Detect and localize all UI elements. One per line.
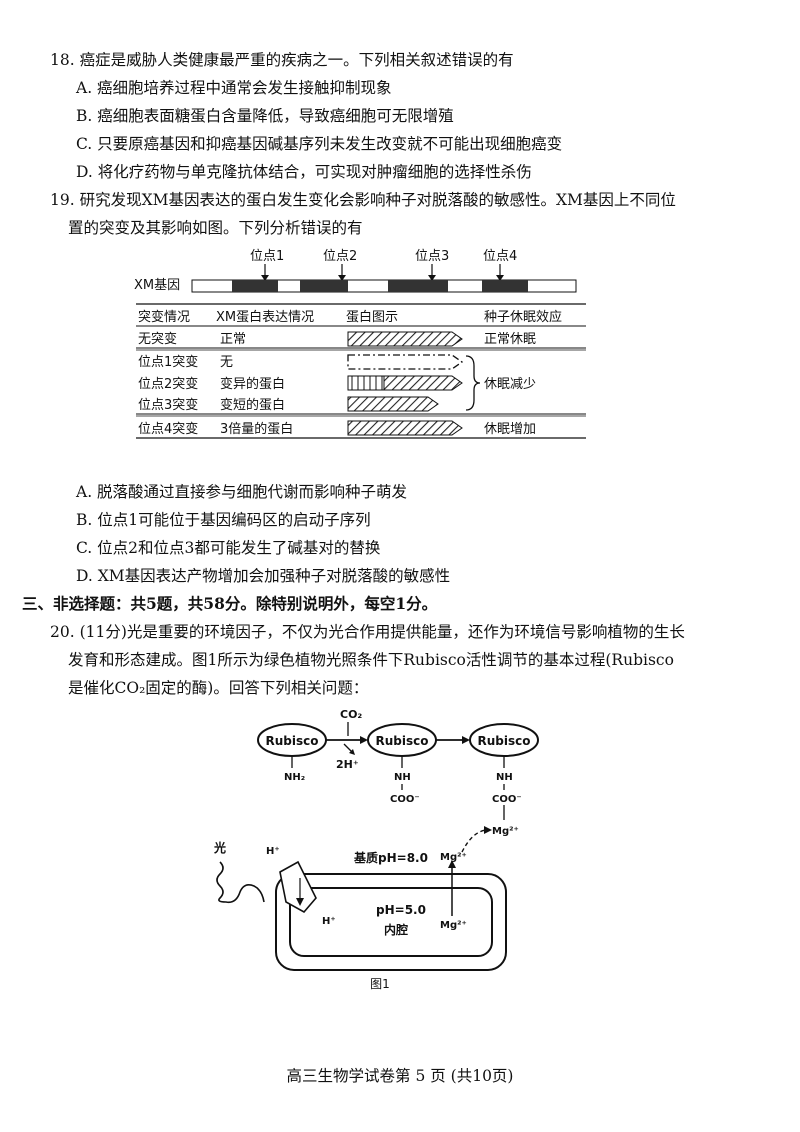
q18-option-c: C. 只要原癌基因和抑癌基因碱基序列未发生改变就不可能出现细胞癌变 xyxy=(76,135,563,153)
thylakoid-outer xyxy=(275,873,507,971)
q19-option-b: B. 位点1可能位于基因编码区的启动子序列 xyxy=(76,511,371,529)
h-plus-released: 2H⁺ xyxy=(336,758,359,771)
row-site4-expression: 3倍量的蛋白 xyxy=(220,421,293,437)
lumen-ph-label: pH=5.0 xyxy=(376,903,426,917)
header-dormancy-effect: 种子休眠效应 xyxy=(484,309,562,325)
rubisco-2-label: Rubisco xyxy=(376,734,429,748)
q18-option-a: A. 癌细胞培养过程中通常会发生接触抑制现象 xyxy=(76,79,392,97)
row-site2-mutation: 位点2突变 xyxy=(138,376,198,392)
q20-line1: 20. (11分)光是重要的环境因子，不仅为光合作用提供能量，还作为环境信号影响… xyxy=(50,623,685,641)
section-3-heading: 三、非选择题：共5题，共58分。除特别说明外，每空1分。 xyxy=(22,594,438,613)
proton-pump xyxy=(279,860,317,914)
q19-option-d: D. XM基因表达产物增加会加强种子对脱落酸的敏感性 xyxy=(76,567,451,585)
protein-triple xyxy=(347,420,463,436)
q19-stem-line1: 19. 研究发现XM基因表达的蛋白发生变化会影响种子对脱落酸的敏感性。XM基因上… xyxy=(50,191,676,209)
site-3-label: 位点3 xyxy=(415,249,449,264)
nh-label-1: NH xyxy=(394,772,411,783)
protein-absent xyxy=(347,354,464,370)
protein-normal xyxy=(347,331,463,347)
rubisco-figure: Rubisco Rubisco Rubisco CO₂ 2H⁺ NH₂ NH C… xyxy=(213,708,539,991)
row-site4-effect: 休眠增加 xyxy=(484,422,536,437)
site-2-label: 位点2 xyxy=(323,249,357,264)
figure-1-caption: 图1 xyxy=(370,977,390,991)
header-mutation: 突变情况 xyxy=(138,309,190,325)
mg-stroma-label: Mg²⁺ xyxy=(440,852,467,863)
mg-bound-label: Mg²⁺ xyxy=(492,826,519,837)
q19-option-c: C. 位点2和位点3都可能发生了碱基对的替换 xyxy=(76,539,381,557)
row-none-mutation: 无突变 xyxy=(138,331,177,347)
site-4-label: 位点4 xyxy=(483,249,517,264)
light-label: 光 xyxy=(213,840,226,855)
xm-gene-figure: 位点1 位点2 位点3 位点4 XM基因 突变情况 XM蛋白表达情况 蛋白图示 … xyxy=(134,249,586,439)
q20-line3: 是催化CO₂固定的酶)。回答下列相关问题： xyxy=(68,679,369,697)
co2-label: CO₂ xyxy=(340,708,362,721)
h-plus-lumen: H⁺ xyxy=(322,916,336,927)
protein-short xyxy=(347,396,439,412)
brace xyxy=(465,355,481,411)
coo-label-2: COO⁻ xyxy=(492,794,522,805)
row-none-effect: 正常休眠 xyxy=(484,332,536,347)
q20-line2: 发育和形态建成。图1所示为绿色植物光照条件下Rubisco活性调节的基本过程(R… xyxy=(68,651,674,669)
row-site1-mutation: 位点1突变 xyxy=(138,354,198,370)
row-site1-expression: 无 xyxy=(220,355,233,370)
h-plus-outside: H⁺ xyxy=(266,846,280,857)
mg-lumen-label: Mg²⁺ xyxy=(440,920,467,931)
row-site3-expression: 变短的蛋白 xyxy=(220,397,285,413)
nh-label-2: NH xyxy=(496,772,513,783)
q19-option-a: A. 脱落酸通过直接参与细胞代谢而影响种子萌发 xyxy=(76,483,408,501)
q19-stem-line2: 置的突变及其影响如图。下列分析错误的有 xyxy=(68,219,363,237)
nh2-label: NH₂ xyxy=(284,772,305,783)
rubisco-3-label: Rubisco xyxy=(478,734,531,748)
row-none-expression: 正常 xyxy=(220,332,246,347)
header-expression: XM蛋白表达情况 xyxy=(216,309,314,325)
gene-label: XM基因 xyxy=(134,278,180,293)
site-1-label: 位点1 xyxy=(250,249,284,264)
row-site2-effect: 休眠减少 xyxy=(484,377,536,392)
row-site4-mutation: 位点4突变 xyxy=(138,421,198,437)
q18-option-d: D. 将化疗药物与单克隆抗体结合，可实现对肿瘤细胞的选择性杀伤 xyxy=(76,163,532,181)
row-site2-expression: 变异的蛋白 xyxy=(220,376,285,392)
light-wave xyxy=(216,861,265,904)
header-protein-diagram: 蛋白图示 xyxy=(346,309,398,325)
page-footer: 高三生物学试卷第 5 页 (共10页) xyxy=(286,1067,514,1085)
coo-label-1: COO⁻ xyxy=(390,794,420,805)
stroma-ph-label: 基质pH=8.0 xyxy=(353,850,428,865)
lumen-label: 内腔 xyxy=(384,922,408,937)
rubisco-1-label: Rubisco xyxy=(266,734,319,748)
thylakoid-inner xyxy=(289,887,493,957)
row-site3-mutation: 位点3突变 xyxy=(138,397,198,413)
q18-option-b: B. 癌细胞表面糖蛋白含量降低，导致癌细胞可无限增殖 xyxy=(76,107,454,125)
q18-stem: 18. 癌症是威胁人类健康最严重的疾病之一。下列相关叙述错误的有 xyxy=(50,51,514,69)
